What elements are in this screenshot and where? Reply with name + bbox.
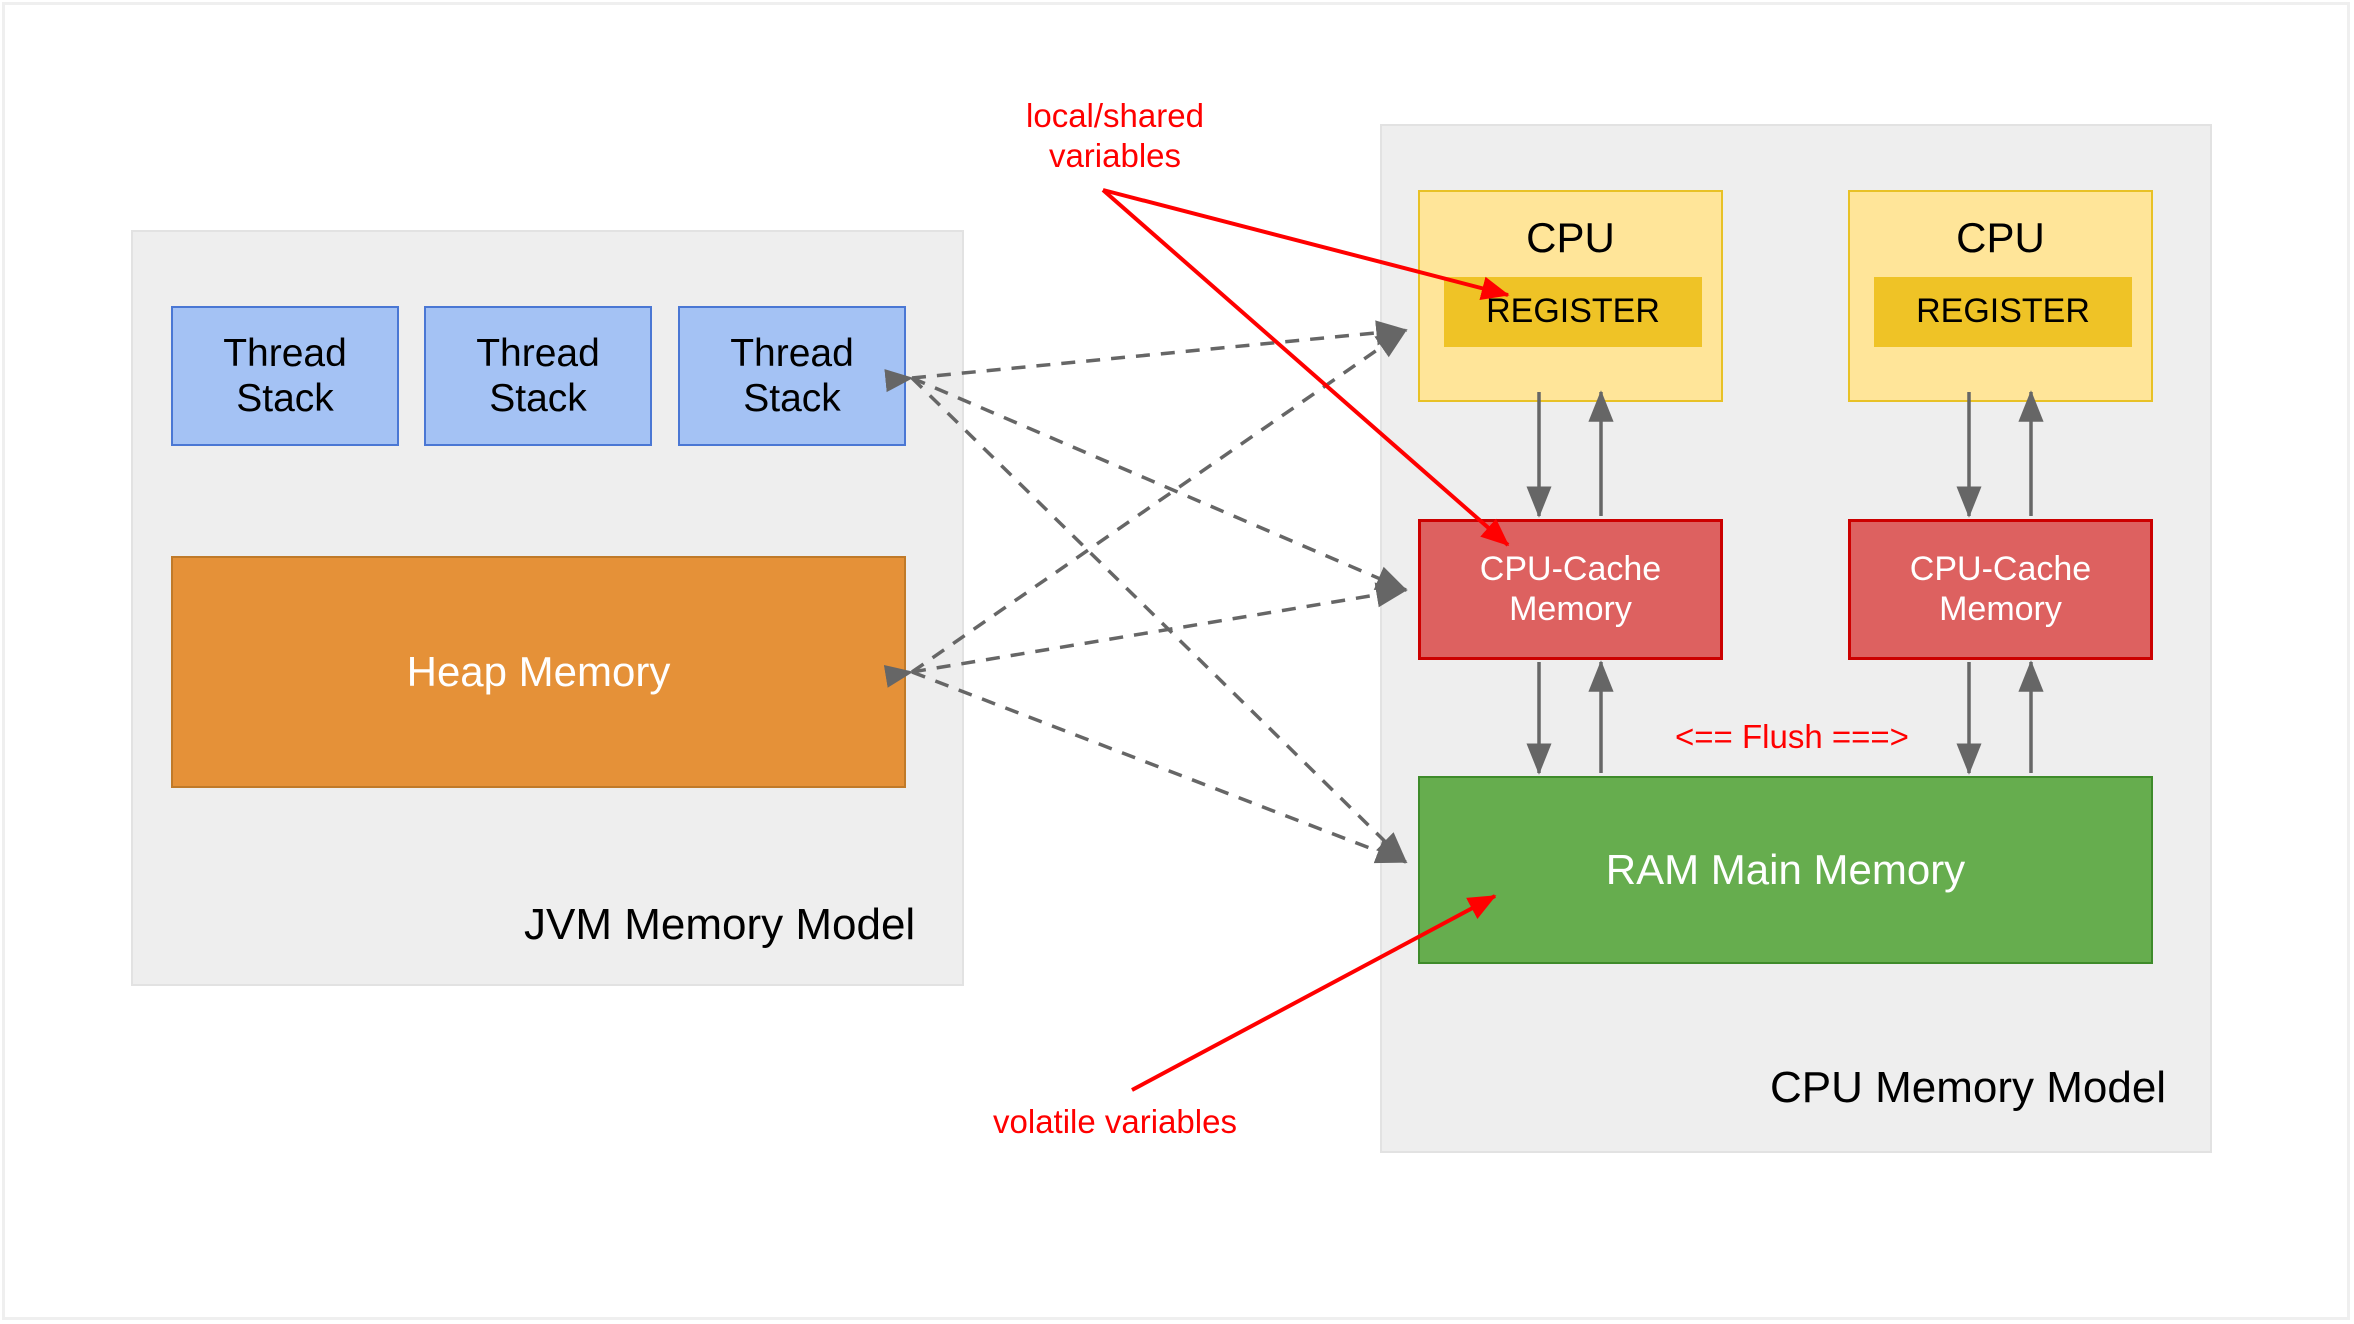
register-label-2: REGISTER bbox=[1916, 292, 2090, 331]
flush-label: <== Flush ===> bbox=[1675, 718, 1909, 755]
register-label-1: REGISTER bbox=[1486, 292, 1660, 331]
local-shared-variables-annotation: local/shared variables bbox=[1026, 97, 1204, 175]
volatile-variables-annotation: volatile variables bbox=[993, 1103, 1237, 1140]
heap-memory-box[interactable]: Heap Memory bbox=[171, 556, 906, 788]
cpu-title-1: CPU bbox=[1526, 214, 1615, 261]
cpu-panel-label: CPU Memory Model bbox=[1770, 1063, 2167, 1112]
cpu-box-2[interactable]: CPU REGISTER bbox=[1848, 190, 2153, 402]
ram-main-memory-label: RAM Main Memory bbox=[1605, 845, 1966, 893]
ram-main-memory-box[interactable]: RAM Main Memory bbox=[1418, 776, 2153, 964]
cpu-box-1[interactable]: CPU REGISTER bbox=[1418, 190, 1723, 402]
register-box-1[interactable]: REGISTER bbox=[1444, 277, 1702, 347]
heap-memory-label: Heap Memory bbox=[406, 647, 671, 695]
register-box-2[interactable]: REGISTER bbox=[1874, 277, 2132, 347]
cpu-title-2: CPU bbox=[1956, 214, 2045, 261]
jvm-panel-label: JVM Memory Model bbox=[524, 900, 916, 949]
